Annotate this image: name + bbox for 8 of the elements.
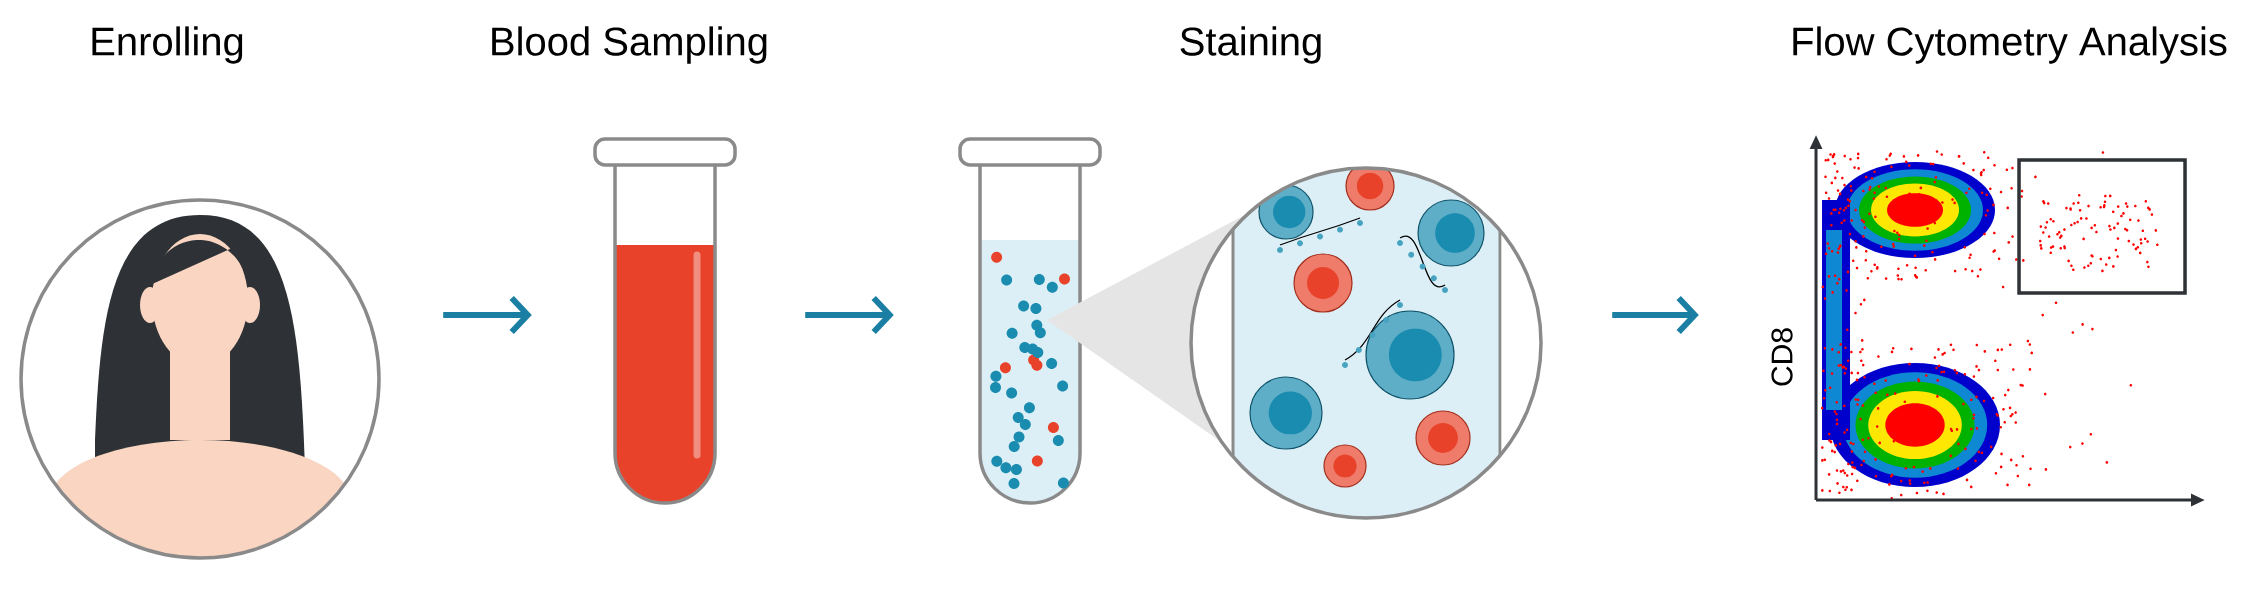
- step-heading: Flow Cytometry Analysis: [1793, 26, 2227, 64]
- arrow: [443, 295, 532, 335]
- step-heading: Enrolling: [92, 26, 243, 64]
- arrow: [1612, 295, 1699, 335]
- axis-label: CD8: [1771, 328, 1793, 386]
- arrow: [805, 295, 894, 335]
- step-heading: Blood Sampling: [492, 26, 767, 64]
- step-heading: Staining: [1180, 26, 1321, 64]
